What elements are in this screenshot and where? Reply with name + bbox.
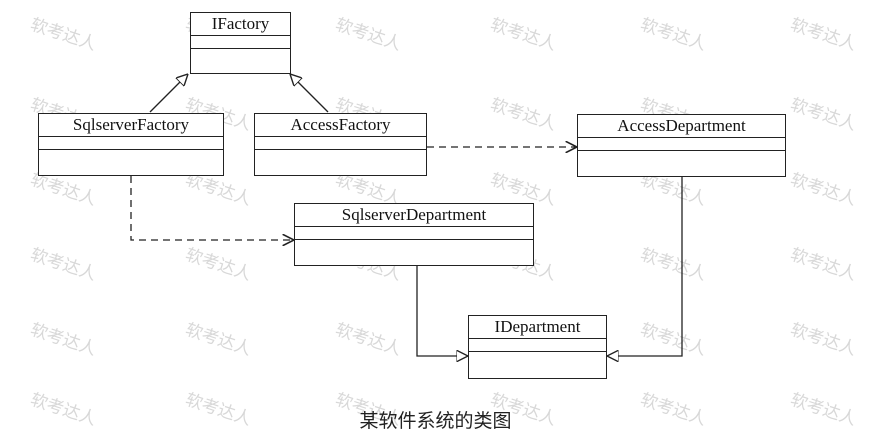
class-accessfactory: AccessFactory [254, 113, 427, 176]
class-sqlserverdepartment-attributes [295, 227, 533, 240]
figure-caption: 某软件系统的类图 [359, 410, 512, 432]
class-idepartment-attributes [469, 339, 606, 352]
class-sqlserverdepartment: SqlserverDepartment [294, 203, 534, 266]
class-ifactory-methods [191, 49, 290, 62]
class-ifactory-attributes [191, 36, 290, 49]
class-accessdepartment-methods [578, 151, 785, 164]
class-accessdepartment-attributes [578, 138, 785, 151]
class-idepartment-methods [469, 352, 606, 365]
class-sqlserverfactory-methods [39, 150, 223, 163]
class-sqlserverdepartment-methods [295, 240, 533, 253]
class-idepartment-name: IDepartment [469, 316, 606, 339]
realization-accessfactory-ifactory [290, 74, 329, 113]
class-sqlserverdepartment-name: SqlserverDepartment [295, 204, 533, 227]
class-accessdepartment-name: AccessDepartment [578, 115, 785, 138]
class-sqlserverfactory: SqlserverFactory [38, 113, 224, 176]
class-accessfactory-name: AccessFactory [255, 114, 426, 137]
dependency-sqlserverfactory-sqlserverdepartment [130, 176, 294, 240]
class-accessfactory-methods [255, 150, 426, 163]
class-ifactory-name: IFactory [191, 13, 290, 36]
class-accessfactory-attributes [255, 137, 426, 150]
class-sqlserverfactory-attributes [39, 137, 223, 150]
realization-accessdepartment-idepartment [607, 177, 683, 356]
class-ifactory: IFactory [190, 12, 291, 74]
realization-sqlserverfactory-ifactory [149, 74, 188, 113]
class-sqlserverfactory-name: SqlserverFactory [39, 114, 223, 137]
realization-sqlserverdepartment-idepartment [416, 266, 468, 356]
class-idepartment: IDepartment [468, 315, 607, 379]
class-accessdepartment: AccessDepartment [577, 114, 786, 177]
